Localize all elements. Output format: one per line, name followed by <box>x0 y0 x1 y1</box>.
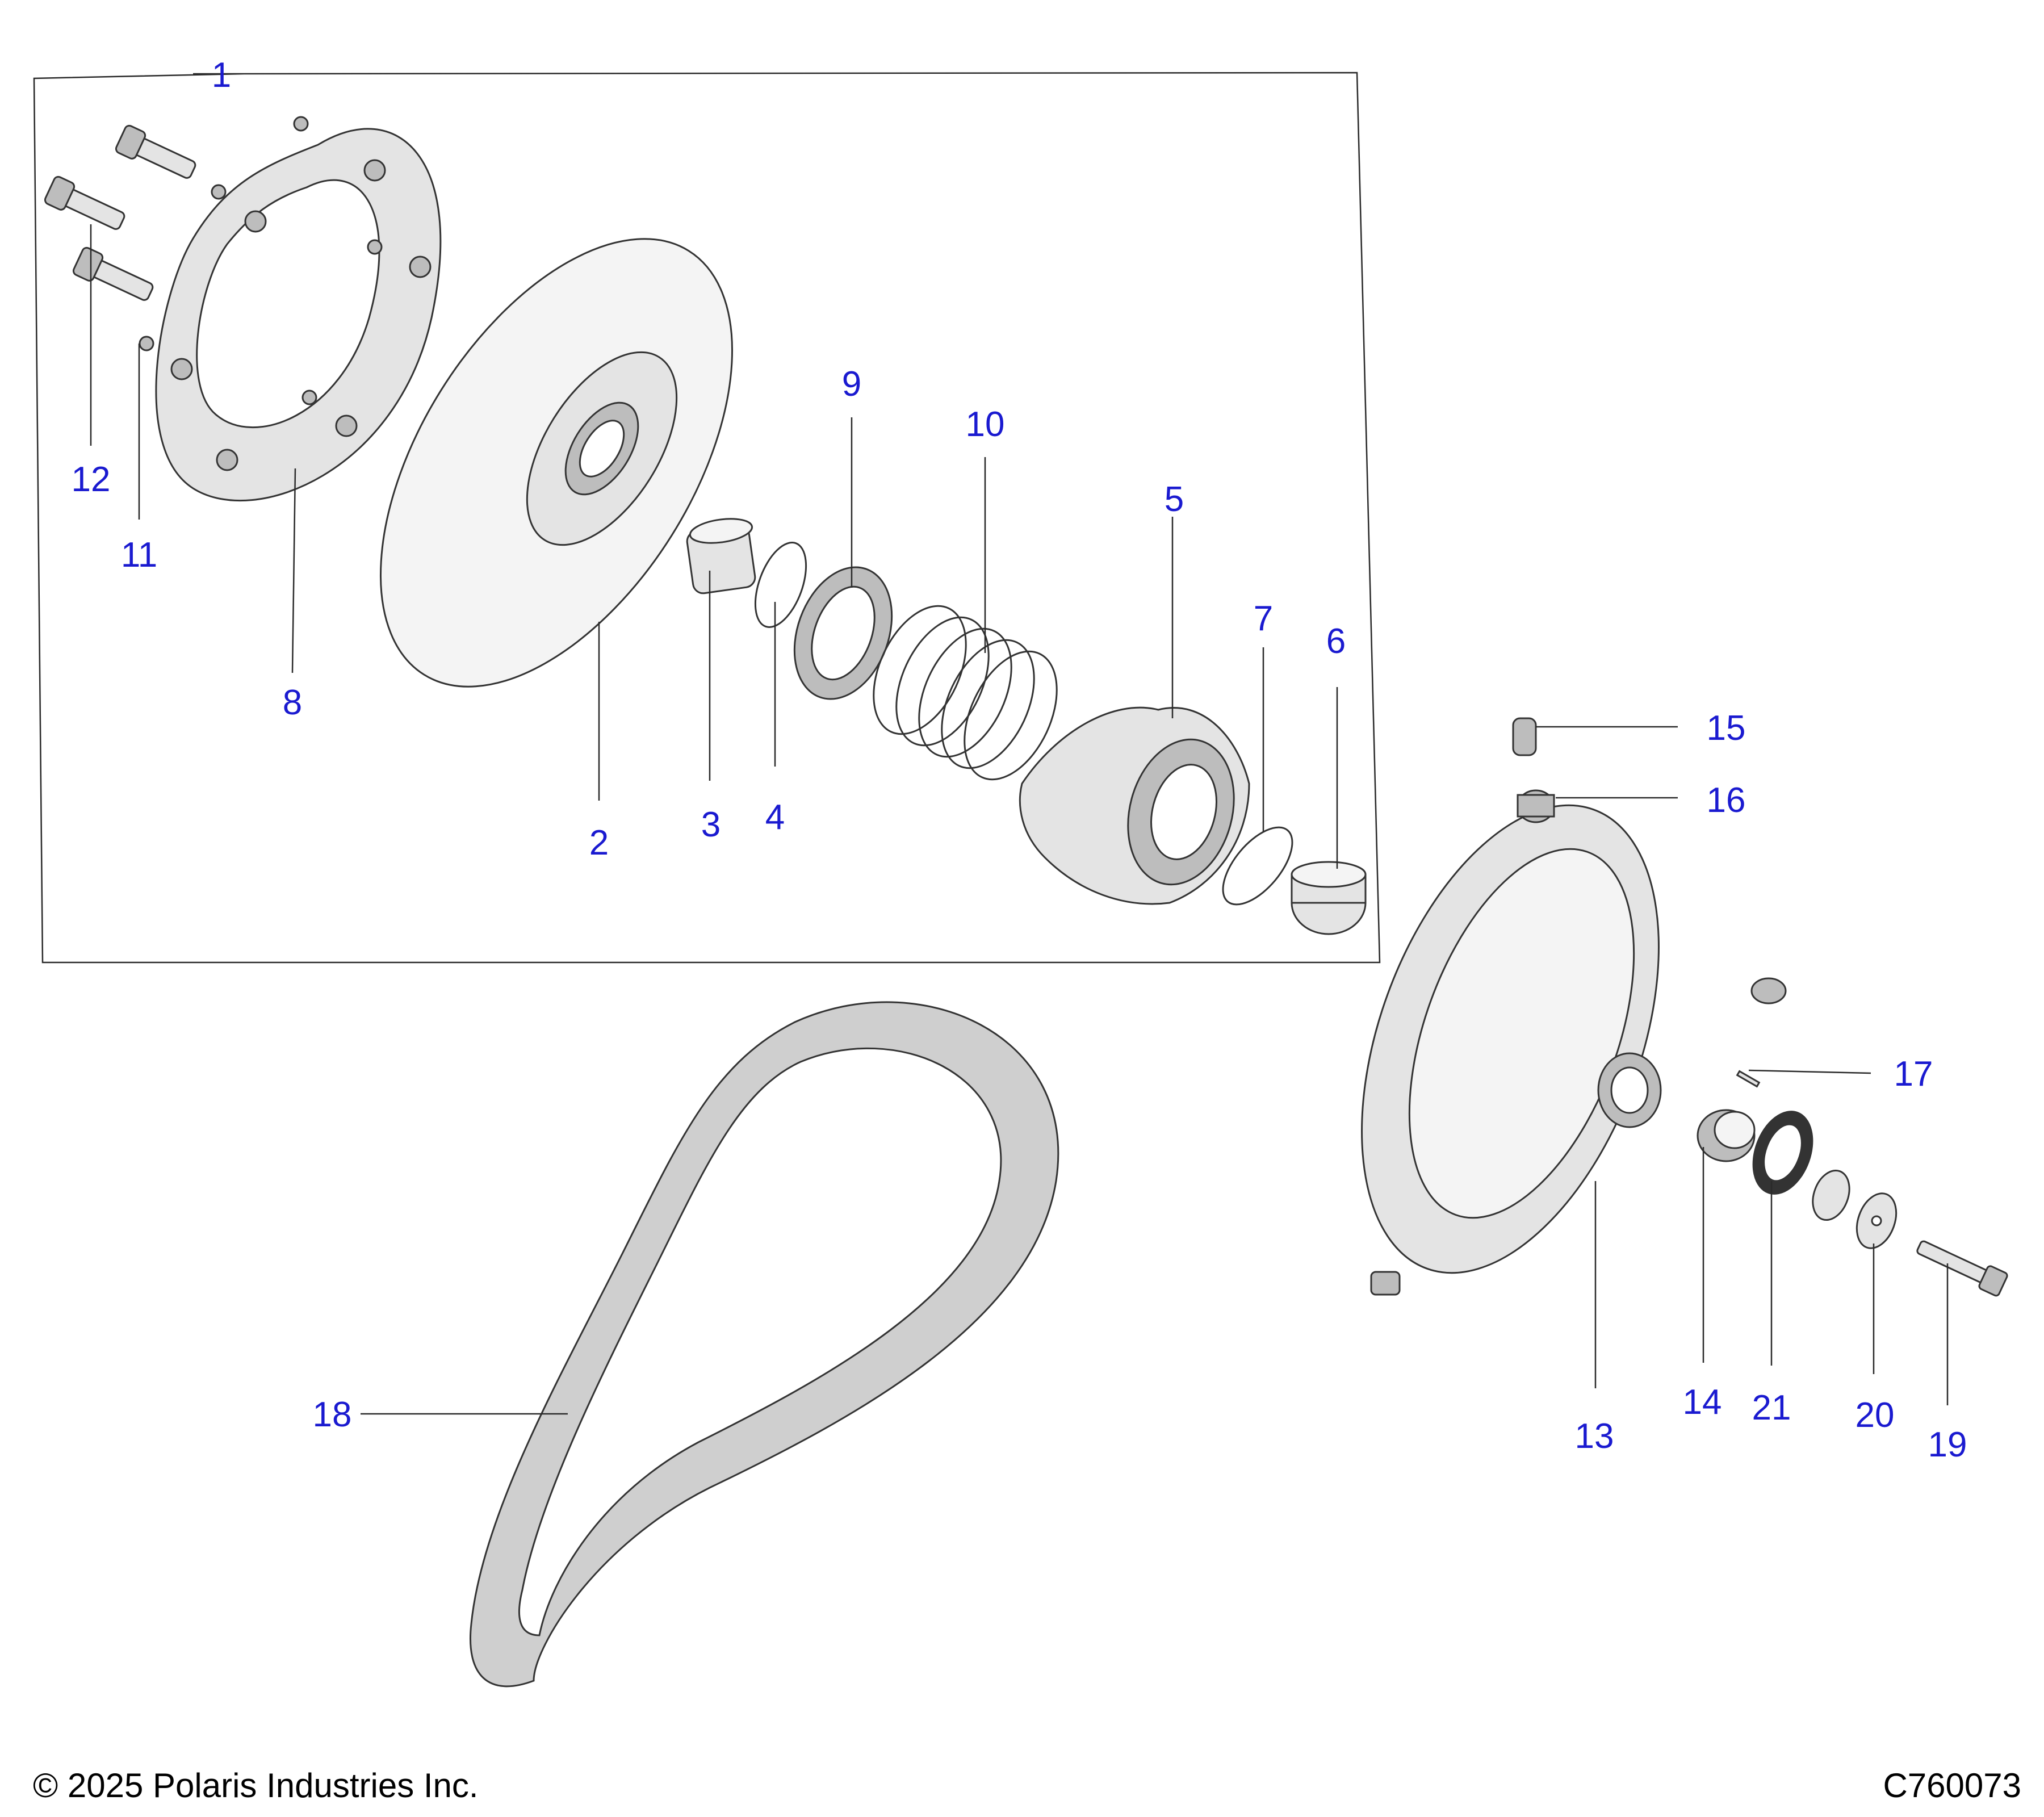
part-9-spring-seat <box>793 566 893 700</box>
callout-19: 19 <box>1928 1425 1967 1464</box>
callout-4: 4 <box>765 798 785 837</box>
leader-lines <box>90 224 1949 1415</box>
callout-7: 7 <box>1254 599 1273 638</box>
part-20-washers <box>1812 1169 1898 1249</box>
part-19-bolt <box>1916 1240 2008 1297</box>
part-15-roller-pin <box>1512 717 1537 756</box>
part-12-bolts <box>44 124 196 301</box>
part-18-drive-belt <box>470 1001 1059 1688</box>
callout-10: 10 <box>966 405 1005 444</box>
callout-9: 9 <box>842 365 861 404</box>
assembly-1-border <box>33 72 1381 964</box>
part-16-roller <box>1517 789 1555 823</box>
callout-1: 1 <box>212 56 231 95</box>
part-21-seal <box>1752 1111 1813 1195</box>
part-3-bushing <box>686 518 756 594</box>
callout-2: 2 <box>589 823 609 863</box>
callout-12: 12 <box>72 460 111 499</box>
part-7-snap-ring <box>1222 826 1293 906</box>
part-2-sheave <box>379 238 734 688</box>
callout-14: 14 <box>1683 1383 1722 1422</box>
callout-16: 16 <box>1707 781 1746 820</box>
part-6-bushing <box>1291 861 1367 935</box>
callout-3: 3 <box>701 805 721 844</box>
callout-8: 8 <box>283 683 302 722</box>
callout-15: 15 <box>1707 709 1746 748</box>
callout-5: 5 <box>1165 480 1184 519</box>
callout-6: 6 <box>1326 622 1346 661</box>
sheave-hardware <box>1370 977 1787 1296</box>
callout-21: 21 <box>1752 1388 1791 1427</box>
part-13-movable-sheave <box>1361 804 1662 1274</box>
part-10-spring <box>873 605 1058 781</box>
part-5-cam-body <box>1019 706 1250 905</box>
part-4-snap-ring <box>754 542 807 628</box>
callout-20: 20 <box>1855 1396 1895 1435</box>
callout-labels: 1 2 3 4 5 6 7 8 9 10 11 12 13 14 15 16 1… <box>72 56 1967 1464</box>
callout-18: 18 <box>313 1395 352 1434</box>
callout-13: 13 <box>1575 1417 1614 1456</box>
part-8-ring-plate <box>155 128 442 501</box>
copyright-notice: © 2025 Polaris Industries Inc. <box>33 1766 479 1805</box>
callout-17: 17 <box>1894 1054 1933 1094</box>
small-studs <box>139 116 383 405</box>
drawing-number: C760073 <box>1883 1766 2021 1805</box>
callout-11: 11 <box>121 535 157 575</box>
part-14-bushing <box>1697 1109 1756 1162</box>
